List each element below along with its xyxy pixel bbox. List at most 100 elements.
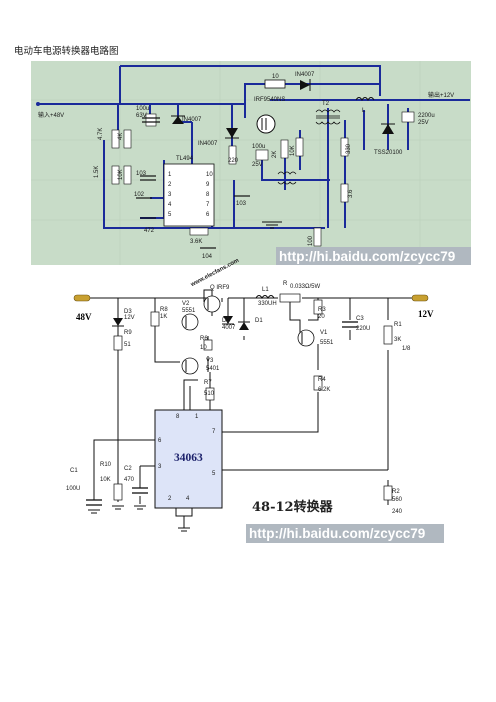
r36k-label: 3.6K (190, 239, 202, 245)
r7-label: R7 (204, 380, 212, 386)
cap103b-label: 103 (236, 201, 247, 207)
schottky-label: TSS20100 (374, 150, 403, 156)
r100-label: 100 (308, 235, 314, 246)
r10v-label: 10K (100, 477, 111, 483)
d1-label: D1 (255, 318, 263, 324)
cap-in-label: 100u (136, 106, 149, 112)
c3v-label: 220U (356, 326, 370, 332)
r2-label: R2 (392, 489, 400, 495)
top-watermark-url: http://hi.baidu.com/zcycc79 (279, 249, 455, 264)
cap100u2-label: 100u (252, 144, 265, 150)
cap102-label: 102 (134, 192, 145, 198)
cap103-label: 103 (136, 171, 147, 177)
cap25v-label: 25V (252, 162, 263, 168)
cap-in-v-label: 63V (136, 113, 147, 119)
v3t-label: 5401 (206, 366, 220, 372)
bottom-wires (82, 289, 412, 528)
ic-pin-9: 9 (206, 182, 210, 188)
r1t-label: 1/8 (402, 346, 411, 352)
ic-pin-6: 6 (206, 212, 210, 218)
cap-out-label: 2200u (418, 113, 435, 119)
r4-label: R4 (318, 377, 326, 383)
input-terminal (73, 294, 91, 302)
tl494-ic (163, 163, 215, 227)
ic2-pin-8: 8 (176, 414, 180, 420)
ic-pin-1: 1 (168, 172, 172, 178)
l-label: L (362, 108, 366, 114)
page-title: 电动车电源转换器电路图 (14, 46, 119, 57)
v1t-label: 5551 (320, 340, 334, 346)
ic2-pin-3: 3 (158, 464, 162, 470)
d1-label: IN4007 (182, 117, 202, 123)
r6v-label: 10 (200, 345, 207, 351)
c2-label: C2 (124, 466, 132, 472)
c1-label: C1 (70, 468, 78, 474)
ic2-pin-2: 2 (168, 496, 172, 502)
ic-pin-7: 7 (206, 202, 210, 208)
bottom-circuit: 48V 12V D3 12V R9 51 R8 1K V2 5551 Q IRF… (66, 281, 444, 543)
r7v-label: 510 (204, 391, 215, 397)
r36-label: 3.6 (348, 189, 354, 198)
r330-label: 330 (346, 143, 352, 154)
t2-label: T2 (322, 101, 330, 107)
r2t-label: 240 (392, 509, 403, 515)
r10k-label: 10K (118, 169, 124, 180)
rsense-label: R (283, 281, 288, 287)
ic2-pin-5: 5 (212, 471, 216, 477)
r9v-label: 51 (124, 342, 131, 348)
ic2-pin-4: 4 (186, 496, 190, 502)
v2-label: V2 (182, 301, 190, 307)
ic-34063-label: 34063 (174, 452, 203, 464)
top-watermark-bar (276, 247, 471, 265)
r10-label: R10 (100, 462, 112, 468)
d3v-label: 12V (124, 315, 135, 321)
ic2-pin-1: 1 (195, 414, 199, 420)
c1v-label: 100U (66, 486, 80, 492)
d-top-label: IN4007 (295, 72, 315, 78)
ic2-pin-6: 6 (158, 438, 162, 444)
r4v-label: 6.2K (318, 387, 330, 393)
l1-label: L1 (262, 287, 269, 293)
top-input-label: 输入+48V (38, 111, 64, 119)
r3v-label: 20 (318, 314, 325, 320)
r10k2-label: 10K (290, 145, 296, 156)
r4k-label: 4K (118, 133, 124, 140)
r1v-label: 3K (394, 337, 401, 343)
bottom-watermark-bar (246, 524, 444, 543)
c3-label: C3 (356, 316, 364, 322)
v2t-label: 5551 (182, 308, 196, 314)
cap472-label: 472 (144, 228, 155, 234)
r220-label: 220 (228, 158, 239, 164)
ic-pin-3: 3 (168, 192, 172, 198)
d2-label: IN4007 (198, 141, 218, 147)
r8v-label: 1K (160, 314, 167, 320)
r8-label: R8 (160, 307, 168, 313)
ic-label: TL494 (176, 156, 194, 162)
rsense-value: 0.033Ω/5W (290, 284, 321, 290)
top-output-label: 输出+12V (428, 91, 454, 99)
r2v-label: 560 (392, 497, 403, 503)
r47k-label: 4.7K (98, 128, 104, 140)
output-terminal (411, 294, 429, 302)
r6-label: R6 (200, 336, 208, 342)
cap-out-v-label: 25V (418, 120, 429, 126)
d2t-label: 4007 (222, 325, 236, 331)
bottom-output-voltage: 12V (418, 309, 434, 319)
ic-pin-5: 5 (168, 212, 172, 218)
cap104-label: 104 (202, 254, 213, 260)
r2k-label: 2K (272, 151, 278, 158)
bottom-input-voltage: 48V (76, 312, 92, 322)
ic-pin-8: 8 (206, 192, 210, 198)
d3-label: D3 (124, 309, 132, 315)
ic-34063 (154, 409, 223, 509)
r1k-label: 1.5K (94, 166, 100, 178)
q-label: Q IRF9 (210, 285, 230, 291)
r10-label: 10 (272, 74, 279, 80)
d2-label: D2 (222, 318, 230, 324)
mosfet-label: IRF9540NS (254, 97, 285, 103)
ic2-pin-7: 7 (212, 429, 216, 435)
c2v-label: 470 (124, 477, 135, 483)
bottom-watermark-url: http://hi.baidu.com/zcycc79 (249, 526, 425, 541)
v3-label: V3 (206, 358, 214, 364)
